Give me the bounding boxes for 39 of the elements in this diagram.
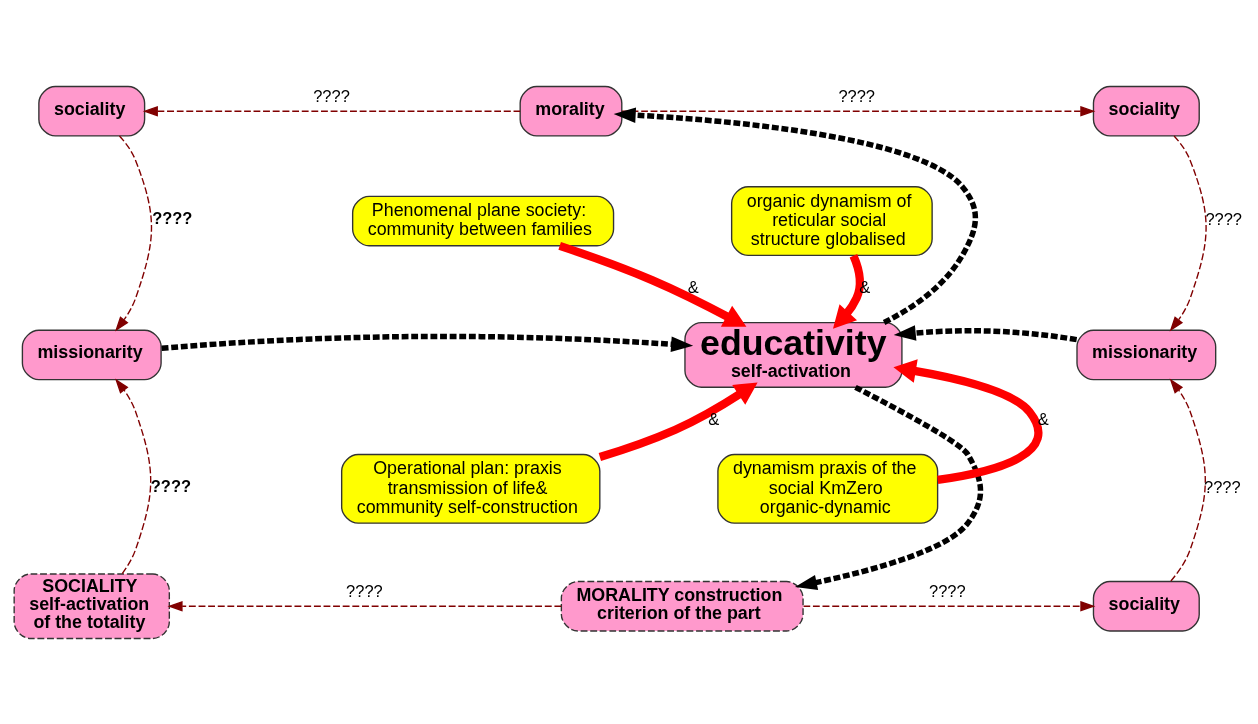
node-box: missionarity <box>1076 329 1217 380</box>
node-box: Phenomenal plane society: community between families <box>351 195 615 246</box>
edge-label: ???? <box>838 86 876 105</box>
node-box: missionarity <box>21 329 162 380</box>
edge-label: ???? <box>346 581 383 600</box>
edge-label: ???? <box>1205 209 1243 228</box>
arrow <box>613 107 979 325</box>
edge-label: ???? <box>150 476 192 495</box>
arrow <box>167 600 562 612</box>
edge-label: & <box>687 277 699 296</box>
arrow <box>833 253 864 329</box>
node-box: SOCIALITY self-activation of the totality <box>13 572 170 639</box>
node-box: organic dynamism of reticular social structure globalised <box>730 185 933 256</box>
node-box: morality <box>519 85 623 137</box>
arrow <box>893 324 1078 342</box>
edge-label: ???? <box>152 208 193 227</box>
arrow <box>795 384 984 590</box>
node-box: MORALITY construction criterion of the part <box>560 580 804 632</box>
node-box: dynamism praxis of the social KmZero organic-dynamic <box>717 453 939 524</box>
node-box: sociality <box>1092 85 1200 137</box>
arrow <box>598 381 758 461</box>
node-box: sociality <box>38 85 146 137</box>
arrow <box>802 600 1096 612</box>
node-box: educativity self-activation <box>684 321 903 388</box>
arrow <box>1169 134 1207 331</box>
edge-label: ???? <box>929 581 966 600</box>
node-box: sociality <box>1092 580 1200 632</box>
arrow <box>1169 378 1206 582</box>
arrow <box>558 241 747 327</box>
edge-label: ???? <box>313 86 350 105</box>
node-box: Operational plan: praxis transmission of life& community self-construction <box>340 453 601 524</box>
arrow <box>115 134 153 331</box>
arrow <box>115 378 152 574</box>
arrow <box>893 358 1043 484</box>
arrow <box>161 333 694 352</box>
edge-label: & <box>708 409 720 428</box>
edge-label: ???? <box>1204 477 1241 496</box>
arrow <box>142 105 521 116</box>
edge-label: & <box>1037 409 1049 428</box>
